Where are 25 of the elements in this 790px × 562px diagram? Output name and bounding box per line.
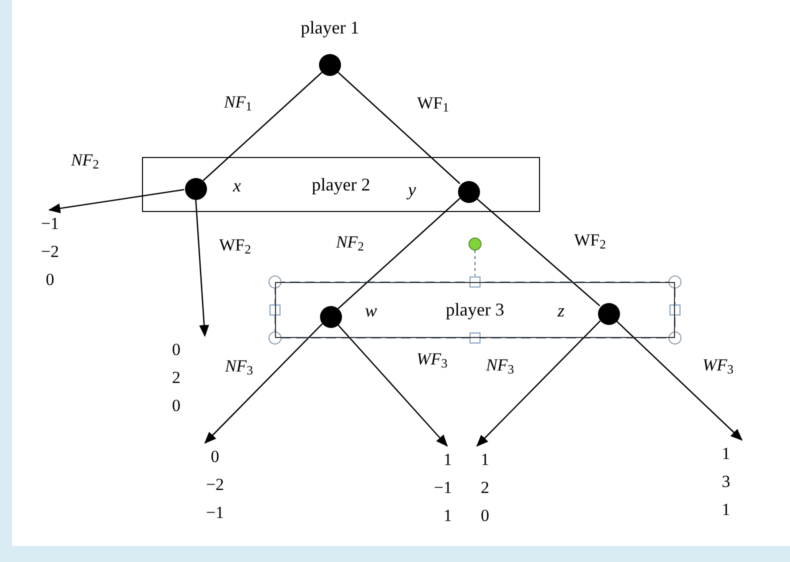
tree-branch: [338, 198, 460, 310]
tree-branch: [202, 72, 322, 182]
payoff-vector: 1 3 1: [706, 440, 746, 520]
arrow: [204, 323, 323, 444]
player-label: player 1: [300, 16, 360, 40]
payoff-vector: 0 2 0: [172, 336, 208, 416]
player-label: player 2: [312, 173, 370, 196]
arrow: [476, 320, 601, 447]
node-label: y: [408, 178, 416, 202]
node-label: x: [233, 174, 241, 198]
node-label: w: [365, 300, 377, 322]
player-label: player 3: [446, 298, 504, 322]
payoff-vector: 0 −2 −1: [200, 443, 230, 523]
payoff-vector: 1 −1 1: [420, 446, 452, 526]
tree-branch: [476, 198, 600, 306]
payoff-vector: 1 2 0: [472, 446, 498, 526]
tree-branch: [338, 72, 460, 184]
arrow: [616, 320, 743, 441]
payoff-vector: −1 −2 0: [33, 210, 67, 290]
information-set-box: [275, 282, 675, 338]
arrow: [195, 198, 210, 337]
node-label: z: [558, 300, 564, 322]
information-set-box: [142, 157, 540, 212]
arrow: [336, 324, 448, 447]
arrow: [48, 189, 184, 214]
